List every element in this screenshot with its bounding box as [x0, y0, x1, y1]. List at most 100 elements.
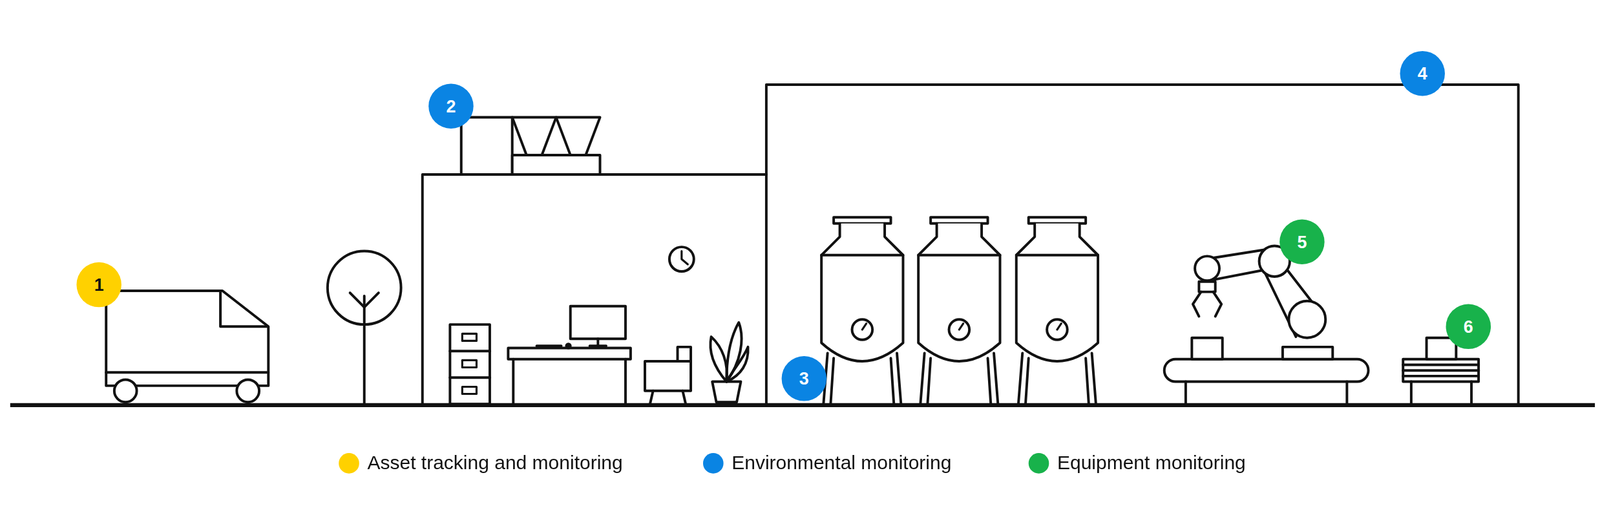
- robot-arm: [1164, 246, 1369, 405]
- legend-text: Equipment monitoring: [1057, 451, 1246, 475]
- robot-arm: [1194, 255, 1220, 281]
- wall-clock: [669, 246, 695, 272]
- van-icon: [236, 379, 260, 402]
- desk-computer: [511, 359, 515, 404]
- desk-computer: [536, 344, 562, 348]
- desk-computer: [570, 306, 626, 340]
- callout-number: 5: [1296, 233, 1307, 251]
- factory-building: [766, 84, 1519, 404]
- desk-computer: [566, 343, 570, 348]
- filing-cabinet: [462, 333, 477, 341]
- conveyor-device: [1402, 374, 1479, 378]
- storage-tank: [891, 352, 902, 404]
- factory-building: [766, 84, 1519, 404]
- office-building: [422, 174, 767, 404]
- filing-cabinet: [449, 324, 490, 404]
- storage-tank: [1016, 217, 1098, 404]
- legend-text: Environmental monitoring: [731, 451, 952, 475]
- office-building: [461, 117, 513, 175]
- callout-badge: 1: [76, 262, 121, 307]
- callout-number: 1: [94, 275, 105, 294]
- storage-tank: [958, 323, 963, 330]
- callout-badge: 2: [428, 83, 474, 128]
- storage-tank: [949, 319, 970, 340]
- filing-cabinet: [462, 359, 477, 368]
- storage-tank: [920, 352, 931, 404]
- callout-badge: 4: [1400, 51, 1445, 96]
- legend-swatch: [338, 452, 360, 474]
- van-icon: [220, 292, 268, 327]
- conveyor-device: [1470, 381, 1473, 405]
- callout-number: 4: [1417, 64, 1428, 83]
- robot-arm: [1192, 292, 1202, 317]
- filing-cabinet: [449, 349, 490, 353]
- storage-tank: [852, 319, 874, 340]
- robot-arm: [1288, 301, 1326, 338]
- robot-arm: [1213, 292, 1222, 317]
- desk-computer: [507, 347, 631, 359]
- callout-badge: 3: [781, 356, 827, 401]
- office-building: [512, 155, 601, 175]
- robot-arm: [1282, 347, 1333, 360]
- tree-icon: [350, 292, 379, 307]
- legend-swatch: [1028, 452, 1050, 474]
- potted-plant: [710, 322, 748, 402]
- potted-plant: [726, 347, 748, 382]
- legend-swatch: [703, 452, 724, 474]
- storage-tank: [918, 217, 1000, 404]
- storage-tank: [821, 217, 903, 404]
- robot-arm: [1184, 381, 1188, 405]
- storage-tank: [1057, 323, 1062, 330]
- storage-tank: [821, 217, 1098, 404]
- storage-tank: [833, 217, 891, 223]
- van-icon: [105, 290, 269, 402]
- storage-tank: [1016, 223, 1098, 362]
- chair: [682, 390, 686, 405]
- storage-tank: [930, 217, 988, 223]
- legend-text: Asset tracking and monitoring: [367, 451, 623, 475]
- storage-tank: [821, 253, 903, 257]
- filing-cabinet: [462, 386, 477, 394]
- legend-item: Environmental monitoring: [703, 451, 952, 475]
- callout-badge: 6: [1446, 304, 1491, 349]
- potted-plant: [710, 336, 727, 382]
- robot-arm: [1164, 359, 1369, 382]
- legend-item: Asset tracking and monitoring: [338, 451, 623, 475]
- callout-number: 2: [445, 97, 456, 116]
- van-icon: [114, 379, 137, 402]
- tree-icon: [363, 295, 366, 404]
- storage-tank: [1046, 319, 1068, 340]
- callout-badge: 5: [1279, 219, 1325, 265]
- storage-tank: [988, 352, 999, 404]
- legend-item: Equipment monitoring: [1028, 451, 1246, 475]
- desk-computer: [589, 344, 607, 348]
- wall-clock: [669, 246, 695, 272]
- callout-number: 6: [1463, 317, 1474, 336]
- office-building: [556, 117, 601, 156]
- storage-tank: [1016, 253, 1098, 257]
- storage-tank: [862, 323, 866, 330]
- chair: [644, 361, 691, 391]
- office-building: [512, 117, 557, 156]
- conveyor-device: [1402, 363, 1479, 367]
- storage-tank: [1028, 217, 1086, 223]
- wall-clock: [681, 250, 688, 265]
- tree-icon: [327, 250, 402, 404]
- office-building: [422, 117, 767, 405]
- ground-line: [10, 403, 1595, 407]
- robot-arm: [1198, 281, 1215, 293]
- callout-number: 3: [799, 369, 810, 388]
- robot-arm: [1345, 381, 1348, 405]
- desk-computer: [507, 306, 631, 405]
- conveyor-device: [1402, 368, 1479, 372]
- storage-tank: [918, 253, 1000, 257]
- desk-computer: [596, 338, 600, 345]
- ground-line: [10, 403, 1595, 408]
- chair: [677, 347, 692, 362]
- storage-tank: [821, 223, 903, 362]
- storage-tank: [918, 223, 1000, 362]
- conveyor-device: [1402, 359, 1479, 382]
- filing-cabinet: [449, 376, 490, 379]
